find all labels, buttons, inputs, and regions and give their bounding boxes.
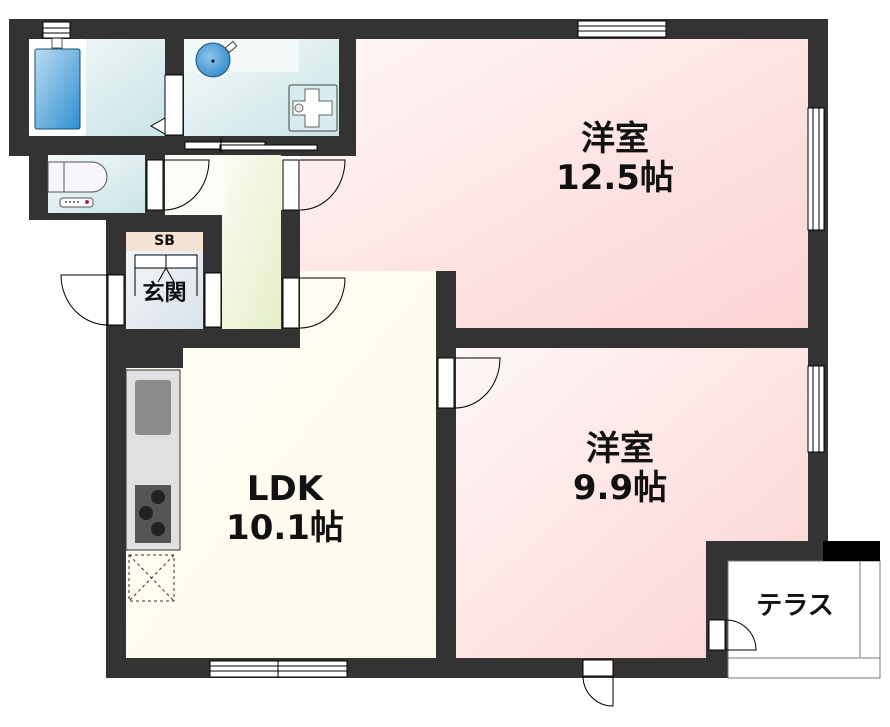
toilet-icon [47, 161, 108, 208]
refrigerator-space-icon [128, 554, 175, 602]
washing-machine-pan-icon [288, 84, 338, 132]
room-name: 洋室 [586, 429, 654, 469]
terrace-floor [727, 560, 881, 660]
entrance-step [134, 254, 198, 296]
bathtub-icon [29, 21, 86, 136]
room-name: LDK [246, 469, 324, 509]
washroom-sliding-door[interactable] [184, 138, 318, 153]
western-room-2-floor [456, 348, 808, 658]
ldk-floor [126, 271, 436, 658]
exterior-door[interactable] [582, 659, 614, 707]
terrace-label: テラス [756, 591, 834, 621]
terrace-door[interactable] [708, 619, 757, 651]
western-room-1-floor [300, 39, 808, 328]
kitchen-counter [125, 369, 181, 551]
washbasin-icon [195, 40, 238, 79]
room-size: 12.5帖 [556, 158, 674, 199]
terrace-edge [727, 657, 881, 679]
entrance-label: 玄関 [142, 281, 187, 306]
entrance-inner-door[interactable] [204, 272, 222, 328]
room-size: 10.1帖 [226, 508, 344, 549]
western-room-2-label: 洋室 9.9帖 [535, 429, 705, 509]
western-room-1-label: 洋室 12.5帖 [530, 119, 700, 199]
ldk-door[interactable] [282, 277, 346, 329]
western-room-2-door[interactable] [437, 357, 501, 409]
ldk-label: LDK 10.1帖 [200, 469, 370, 549]
window-top[interactable] [577, 20, 667, 38]
room-name: 洋室 [581, 119, 649, 159]
toilet-door[interactable] [146, 159, 210, 211]
window-bottom-ldk[interactable] [209, 660, 348, 678]
shoe-box-label: SB [154, 233, 175, 249]
western-room-1-door[interactable] [282, 159, 346, 211]
entrance-door[interactable] [60, 274, 125, 326]
room-size: 9.9帖 [572, 468, 668, 509]
bath-folding-door[interactable] [164, 74, 184, 136]
door-arrow-icon [149, 117, 166, 135]
kitchen-sink-icon [135, 380, 171, 435]
terrace-wall [823, 541, 880, 561]
hall-floor [165, 155, 225, 215]
corridor-floor [222, 155, 281, 329]
window-right-lower[interactable] [807, 365, 825, 453]
window-right-upper[interactable] [807, 107, 825, 231]
shoe-box [126, 232, 203, 251]
